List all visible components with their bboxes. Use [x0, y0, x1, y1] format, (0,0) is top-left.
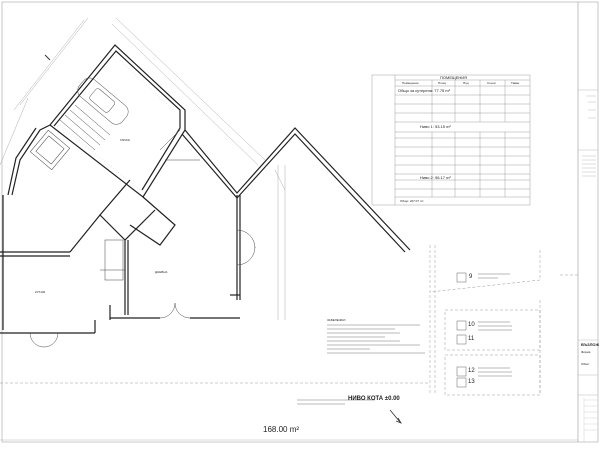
- callout-13: 13: [468, 379, 475, 385]
- table-header-4: Таван: [511, 81, 520, 85]
- table-title: ПОМЕЩЕНИЯ: [440, 75, 468, 80]
- table-section-1: Ниво 1: 53.15 m²: [420, 124, 451, 129]
- table-total: Общо: 227.07 m²: [400, 199, 424, 203]
- callout-9: 9: [469, 274, 473, 280]
- table-header-3: Стени: [487, 81, 496, 85]
- garage-wall: [49, 44, 186, 198]
- table-header-1: Площ: [438, 81, 447, 85]
- callout-10: 10: [468, 322, 475, 328]
- table-section-2: Ниво 2: 96.17 m²: [420, 175, 451, 180]
- table-header-0: Помещение: [402, 81, 419, 85]
- title-block-line2: Фирма: [581, 350, 591, 354]
- north-arrow-icon: [44, 54, 51, 61]
- callout-12: 12: [468, 368, 475, 374]
- notes-heading: ЗАБЕЛЕЖКИ: [327, 318, 346, 322]
- level-label: НИВО КОТА ±0.00: [348, 396, 400, 402]
- sheet-border: [1, 1, 599, 443]
- room-living: ДНЕВНА: [155, 270, 168, 274]
- section-arrow-icon: [389, 409, 402, 424]
- car-symbol: [77, 77, 129, 125]
- room-garage: ГАРАЖ: [120, 138, 130, 142]
- callout-11: 11: [468, 336, 475, 342]
- area-label: 168.00 m²: [263, 425, 300, 434]
- table-section-0: Общо за сутерена: 77.75 m²: [398, 88, 451, 93]
- room-schedule-table: [371, 74, 531, 206]
- title-block-line3: Обект: [581, 362, 590, 366]
- table-header-2: Под: [463, 81, 469, 85]
- title-block-heading: ВЪЗЛОЖ: [581, 342, 600, 347]
- room-kitchen: КУХНЯ: [35, 290, 46, 294]
- zigzag-wall: [184, 127, 411, 251]
